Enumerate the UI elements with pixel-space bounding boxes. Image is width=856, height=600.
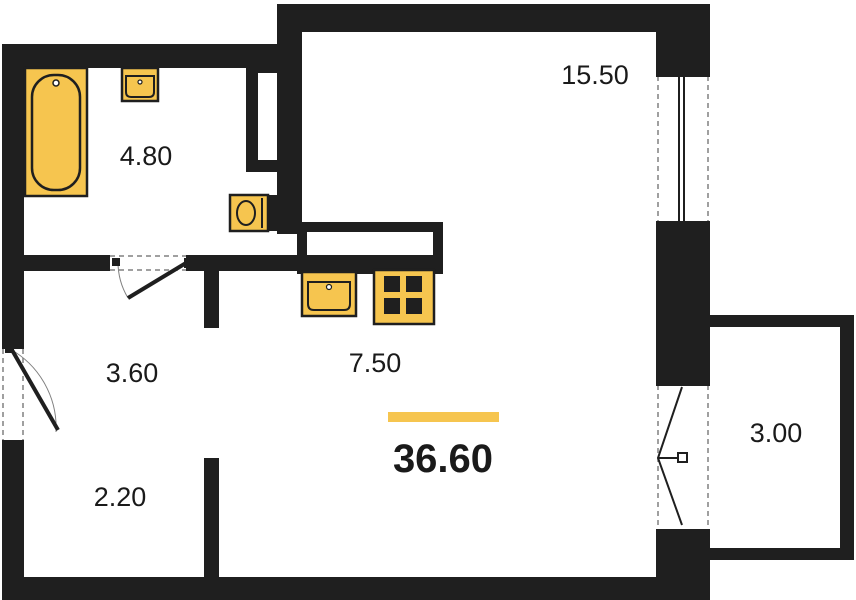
entrance-door-leaf — [10, 349, 60, 431]
wall-left-lower — [2, 440, 24, 600]
wall-storage — [204, 458, 219, 588]
wall-balcony-right — [840, 315, 854, 560]
balcony-door-leaves — [656, 386, 688, 526]
fixtures — [23, 66, 436, 326]
balcony-area: 3.00 — [750, 418, 803, 448]
ventilation-shaft — [246, 61, 290, 172]
wall-right-lower — [656, 530, 710, 600]
wall-balcony-top — [708, 315, 854, 327]
kitchen-sink-icon — [300, 270, 358, 318]
wall-balcony-bottom — [708, 548, 854, 560]
total-area-accent-bar — [388, 412, 499, 422]
kitchen-area: 7.50 — [349, 348, 402, 378]
wall-stub-hall — [204, 255, 219, 328]
balcony-door-handle — [677, 452, 688, 463]
wall-top-right — [277, 4, 710, 32]
entrance-door — [5, 344, 60, 433]
wall-left-upper — [2, 44, 24, 349]
bathroom-door-hinge — [112, 258, 120, 266]
wall-right-upper — [656, 4, 710, 76]
living-room-area: 15.50 — [561, 60, 629, 90]
hall-area: 3.60 — [106, 358, 159, 388]
wall-right-middle — [656, 222, 710, 385]
bathroom-door-leaf — [126, 261, 188, 300]
bathroom-door-swing — [117, 261, 129, 299]
stove-icon — [372, 268, 436, 326]
bathroom-door — [112, 258, 190, 300]
total-area: 36.60 — [393, 437, 493, 481]
toilet-icon — [228, 193, 270, 233]
bathroom-sink-icon — [120, 66, 160, 103]
entrance-door-swing — [9, 348, 57, 433]
kitchen-counter — [297, 222, 443, 274]
wall-bath-hall-left — [2, 255, 110, 271]
toilet-niche — [268, 195, 286, 231]
wall-bottom — [2, 577, 710, 600]
storage-area: 2.20 — [94, 482, 147, 512]
bathroom-door-jamb — [184, 258, 190, 268]
bathroom-area: 4.80 — [120, 141, 173, 171]
entrance-door-hinge — [5, 344, 14, 353]
bathtub-icon — [23, 66, 89, 198]
window-frames — [656, 75, 710, 531]
